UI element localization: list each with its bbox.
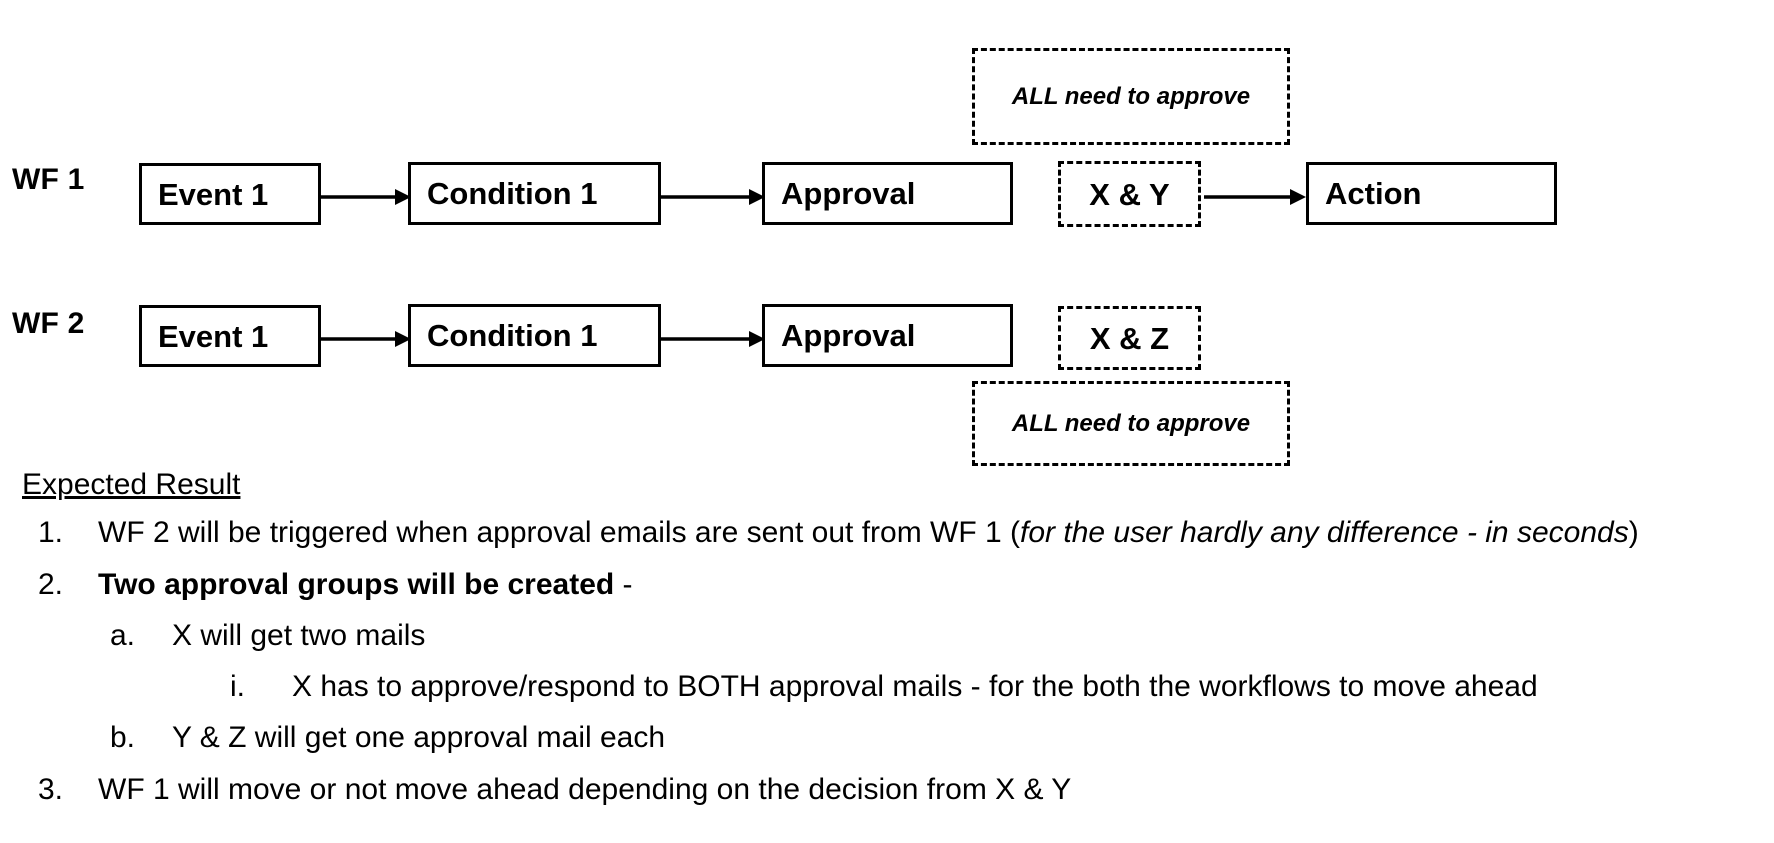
wf2-arrow-condition-approval — [661, 331, 765, 347]
result-list-item: 1. WF 2 will be triggered when approval e… — [38, 516, 1639, 549]
list-item-text-segment: Y & Z will get one approval mail each — [172, 721, 666, 754]
wf2-row-label: WF 2 — [12, 307, 85, 340]
list-item-text-segment: for the user hardly any difference - in … — [1020, 516, 1629, 549]
result-list-item: b. Y & Z will get one approval mail each — [110, 721, 665, 754]
wf1-node-event-label: Event 1 — [158, 176, 269, 212]
wf1-arrow-event-condition — [321, 189, 411, 205]
wf1-note-box: ALL need to approve — [972, 48, 1290, 145]
wf2-node-event[interactable]: Event 1 — [139, 305, 321, 367]
result-list-item: 2. Two approval groups will be created - — [38, 568, 633, 601]
list-item-text: X has to approve/respond to BOTH approva… — [292, 670, 1538, 703]
wf1-node-event[interactable]: Event 1 — [139, 163, 321, 225]
list-item-marker: i. — [230, 670, 245, 703]
expected-result-heading: Expected Result — [22, 468, 241, 501]
list-item-text: WF 1 will move or not move ahead dependi… — [98, 773, 1071, 806]
wf1-node-approvers-label: X & Y — [1089, 176, 1170, 212]
wf1-node-approvers[interactable]: X & Y — [1058, 161, 1201, 227]
list-item-marker: b. — [110, 721, 136, 754]
wf2-node-approval[interactable]: Approval — [762, 304, 1013, 367]
list-item-text: X will get two mails — [172, 619, 425, 652]
wf2-node-approvers[interactable]: X & Z — [1058, 306, 1201, 370]
list-item-text-segment: Two approval groups will be created — [98, 568, 615, 601]
list-item-text: WF 2 will be triggered when approval ema… — [98, 516, 1639, 549]
wf2-node-condition[interactable]: Condition 1 — [408, 304, 661, 367]
list-item-text-segment: - — [614, 568, 633, 601]
result-list-item: i. X has to approve/respond to BOTH appro… — [230, 670, 1538, 703]
wf2-arrow-event-condition — [321, 331, 411, 347]
wf2-note-box: ALL need to approve — [972, 381, 1290, 466]
wf2-note-label: ALL need to approve — [1011, 409, 1251, 437]
result-list-item: a. X will get two mails — [110, 619, 425, 652]
list-item-marker: 3. — [38, 773, 64, 806]
wf1-arrow-condition-approval — [661, 189, 765, 205]
list-item-text-segment: X has to approve/respond to BOTH approva… — [292, 670, 1538, 703]
list-item-text-segment: X will get two mails — [172, 619, 426, 652]
wf1-node-condition[interactable]: Condition 1 — [408, 162, 661, 225]
wf2-node-approvers-label: X & Z — [1089, 320, 1170, 356]
wf1-node-approval-label: Approval — [781, 176, 916, 211]
wf1-arrow-approvers-action — [1204, 189, 1306, 205]
list-item-text-segment: WF 2 will be triggered when approval ema… — [98, 516, 1021, 549]
wf1-node-action-label: Action — [1325, 176, 1422, 211]
list-item-text-segment: ) — [1628, 516, 1639, 549]
wf1-row-label: WF 1 — [12, 163, 85, 196]
wf1-node-condition-label: Condition 1 — [427, 176, 598, 211]
list-item-marker: 2. — [38, 568, 64, 601]
wf1-node-action[interactable]: Action — [1306, 162, 1557, 225]
wf1-node-approval[interactable]: Approval — [762, 162, 1013, 225]
result-list-item: 3. WF 1 will move or not move ahead depen… — [38, 773, 1071, 806]
list-item-text-segment: WF 1 will move or not move ahead dependi… — [98, 773, 1072, 806]
wf2-node-event-label: Event 1 — [158, 318, 269, 354]
list-item-marker: a. — [110, 619, 136, 652]
workflow-diagram: WF 1 ALL need to approve Event 1 Conditi… — [12, 48, 1557, 466]
wf2-node-condition-label: Condition 1 — [427, 318, 598, 353]
wf1-note-label: ALL need to approve — [1011, 82, 1251, 110]
list-item-text: Y & Z will get one approval mail each — [172, 721, 665, 754]
wf2-node-approval-label: Approval — [781, 318, 916, 353]
list-item-text: Two approval groups will be created - — [98, 568, 633, 601]
list-item-marker: 1. — [38, 516, 64, 549]
